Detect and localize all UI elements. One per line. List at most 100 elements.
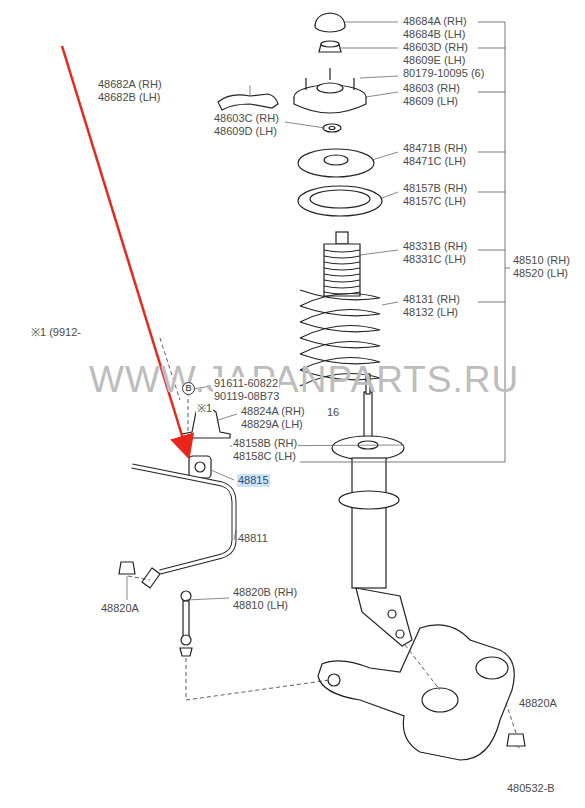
drawing-stroke (422, 688, 458, 712)
drawing-stroke (396, 630, 404, 638)
drawing-stroke (234, 530, 236, 540)
drawing-stroke (329, 127, 335, 130)
drawing-stroke (352, 458, 386, 588)
part-number: ※1 (196, 402, 213, 415)
drawing-stroke (323, 124, 341, 132)
drawing-stroke (315, 13, 345, 26)
drawing-stroke (372, 152, 398, 160)
drawing-stroke (366, 92, 398, 97)
part-number: 48158C (LH) (232, 450, 297, 463)
drawing-stroke (250, 85, 251, 96)
drawing-stroke (332, 436, 404, 460)
part-number: 48158B (RH) (232, 437, 298, 450)
drawing-stroke (310, 190, 370, 208)
drawing-stroke (388, 610, 396, 618)
part-number: 16 (326, 406, 340, 419)
drawing-stroke (298, 186, 382, 216)
part-number: 48820A (518, 697, 558, 710)
part-number: 48331B (RH) (402, 240, 468, 253)
watermark: WWW.JAPANPARTS.RU (88, 360, 520, 400)
drawing-stroke (476, 657, 508, 679)
part-number: 48811 (237, 532, 269, 545)
drawing-stroke (142, 568, 160, 588)
drawing-stroke (294, 97, 366, 113)
drawing-stroke (183, 601, 189, 637)
drawing-stroke (341, 48, 398, 49)
drawing-stroke (478, 250, 505, 251)
drawing-stroke (180, 648, 192, 656)
drawing-stroke (336, 232, 348, 244)
part-number: 48682A (RH) (97, 78, 163, 91)
drawing-stroke (328, 674, 340, 686)
drawing-stroke (186, 680, 330, 700)
part-number: 48684A (RH) (402, 15, 468, 28)
drawing-stroke (324, 286, 360, 288)
drawing-stroke (505, 700, 516, 733)
drawing-stroke (478, 22, 505, 23)
drawing-stroke (321, 41, 339, 47)
drawing-stroke (353, 78, 354, 90)
drawing-stroke (505, 268, 510, 269)
drawing-stroke (300, 462, 505, 463)
drawing-stroke (186, 598, 229, 600)
drawing-stroke (324, 262, 360, 264)
drawing-stroke (211, 470, 234, 480)
drawing-stroke (478, 302, 505, 303)
part-number: 48603 (RH) (402, 82, 461, 95)
drawing-stroke (285, 122, 325, 128)
drawing-stroke (218, 414, 237, 420)
drawing-stroke (324, 250, 360, 252)
drawing-stroke (356, 588, 412, 646)
drawing-stroke (298, 149, 374, 177)
drawing-stroke (128, 576, 150, 580)
part-number: 48603C (RH) (213, 112, 280, 125)
part-number: 48824A (RH) (240, 405, 306, 418)
part-number: 48131 (RH) (402, 293, 461, 306)
drawing-stroke (516, 746, 520, 748)
drawing-stroke (324, 256, 360, 258)
part-number: 48684B (LH) (402, 28, 466, 41)
drawing-stroke (181, 635, 191, 645)
part-number: 48609E (LH) (402, 54, 466, 67)
part-number: 90119-08B73 (213, 390, 280, 403)
drawing-stroke (324, 274, 360, 276)
part-number: 48820A (100, 602, 140, 615)
drawing-stroke (478, 48, 505, 49)
drawing-stroke (329, 68, 330, 80)
part-number: 48132 (LH) (402, 306, 459, 319)
drawing-stroke (345, 22, 398, 23)
part-number: 48815 (237, 474, 270, 487)
part-number: 48682B (LH) (97, 91, 161, 104)
part-number: 48510 (RH) (512, 254, 571, 267)
part-number: 48471B (RH) (402, 142, 468, 155)
drawing-stroke (189, 456, 211, 478)
drawing-stroke (324, 268, 360, 270)
drawing-stroke (324, 250, 360, 294)
drawing-stroke (478, 92, 505, 93)
part-number: 48829A (LH) (240, 418, 304, 431)
part-number: 480532-B (506, 782, 556, 795)
part-number: 80179-10095 (6) (402, 67, 485, 80)
part-number: 48331C (LH) (402, 253, 467, 266)
drawing-stroke (132, 466, 234, 572)
drawing-stroke (218, 94, 278, 110)
drawing-stroke (195, 462, 205, 472)
part-number: 48157B (RH) (402, 182, 468, 195)
drawing-stroke (324, 292, 360, 294)
part-number: 48820B (RH) (232, 586, 298, 599)
drawing-stroke (324, 244, 360, 296)
drawing-stroke (507, 734, 525, 746)
drawing-stroke (360, 250, 398, 255)
drawing-stroke (127, 576, 128, 600)
part-number: 48603D (RH) (402, 41, 469, 54)
drawing-stroke (478, 192, 505, 193)
drawing-stroke (324, 155, 348, 165)
part-number: ※1 (9912- (30, 326, 82, 339)
part-number: 48810 (LH) (232, 599, 289, 612)
part-number: 48520 (LH) (512, 267, 569, 280)
drawing-stroke (382, 302, 398, 305)
drawing-stroke (318, 625, 514, 760)
circled-callout: B (182, 382, 195, 395)
